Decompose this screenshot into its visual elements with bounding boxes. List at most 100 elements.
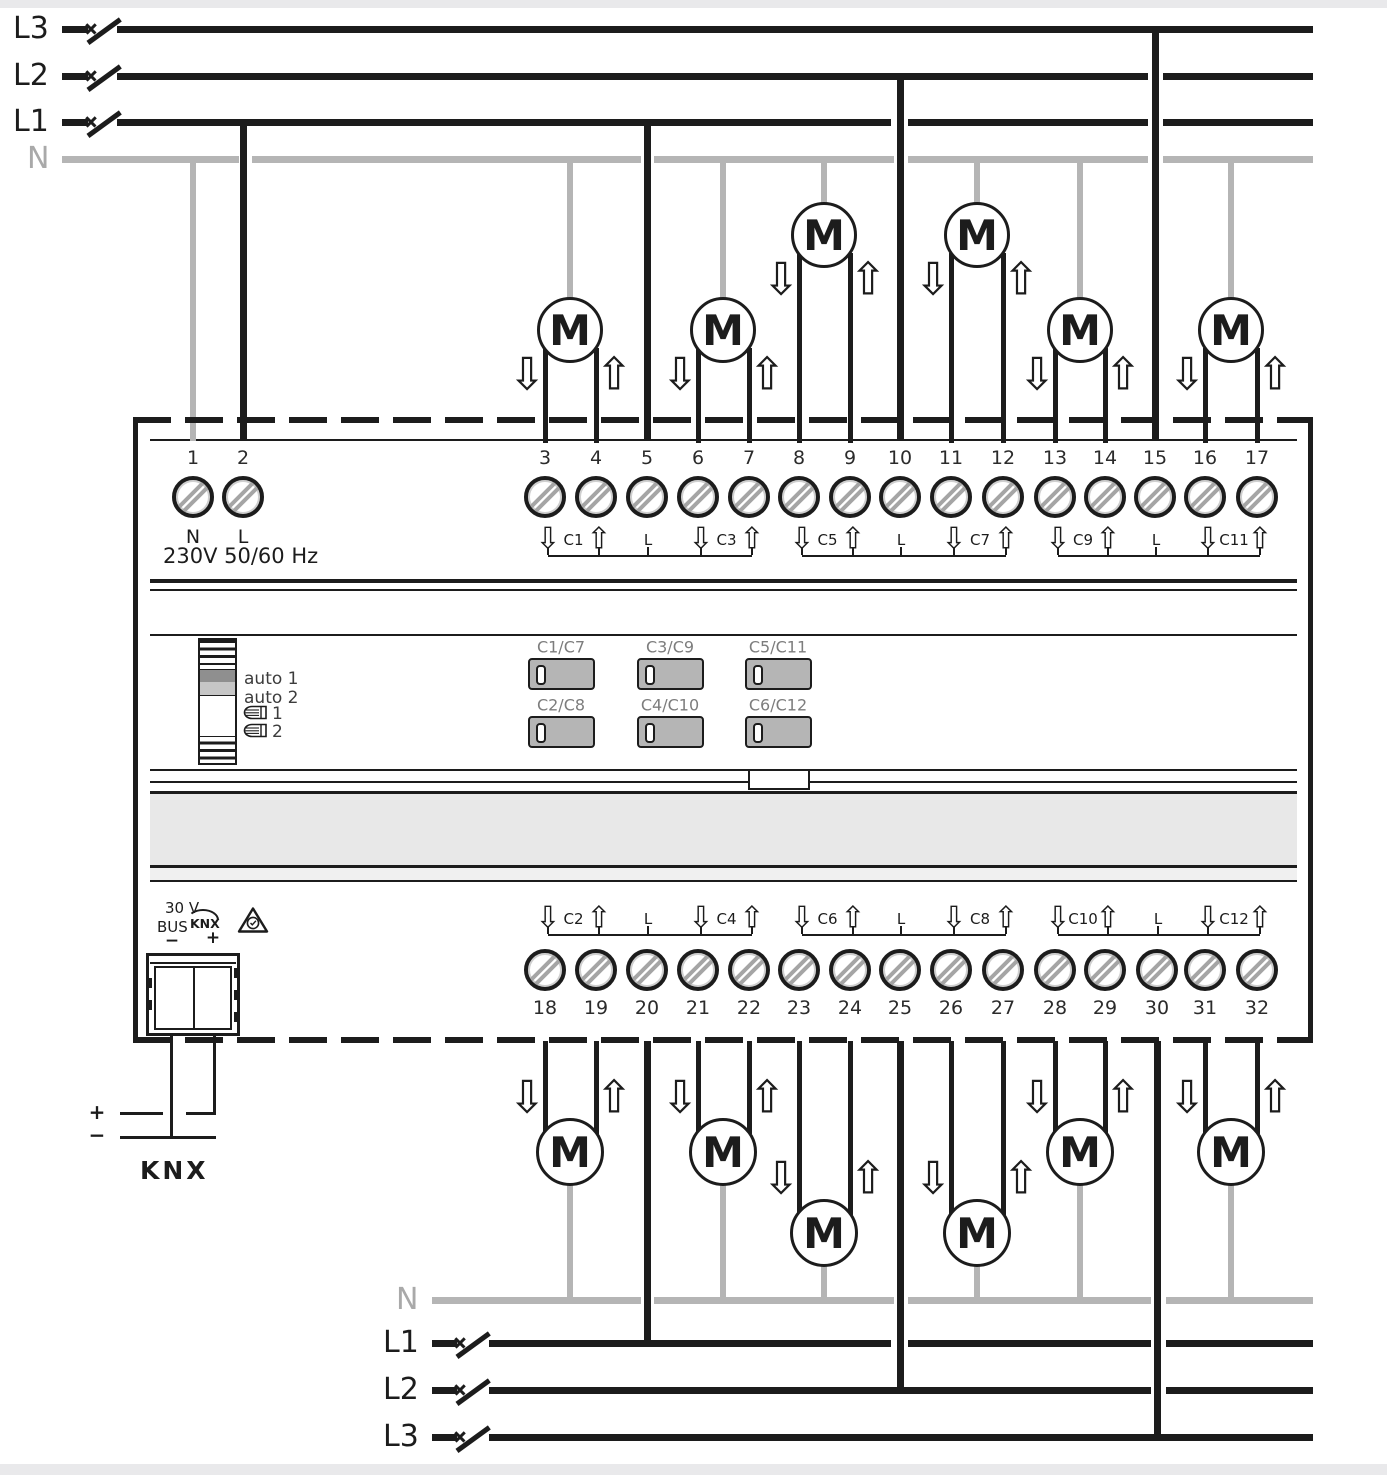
phase-label-bottom-L2: L2 [383,1372,419,1407]
knx-bus-connector[interactable] [146,953,240,1036]
motor-down-wire [542,348,548,443]
terminal-8[interactable] [778,476,820,518]
terminal-number: 29 [1092,997,1118,1019]
terminal-4[interactable] [575,476,617,518]
terminal-number: 22 [736,997,762,1019]
terminal-number: 19 [583,997,609,1019]
switch-label-auto2: auto 2 [244,688,299,708]
group-bracket-tick [900,547,902,555]
group-bracket-tick [647,926,649,934]
terminal-number: 30 [1144,997,1170,1019]
wire-h [654,155,894,163]
manual-label-1: 1 [272,704,283,724]
terminal-number: 7 [742,447,756,469]
phase-label-bottom-L1: L1 [383,1325,419,1360]
l3-trunk-wire [1151,29,1159,441]
terminal-27[interactable] [982,949,1024,991]
terminal-1[interactable] [172,476,214,518]
motor-up-wire [1102,348,1108,443]
terminal-24[interactable] [829,949,871,991]
terminal-9[interactable] [829,476,871,518]
terminal-25[interactable] [879,949,921,991]
wire-h [62,25,88,33]
switch-slider[interactable] [200,669,235,682]
button-led [536,723,546,743]
terminal-21[interactable] [677,949,719,991]
terminal-number: 4 [589,447,603,469]
bus-post-minus: − [164,931,180,951]
wire-h [117,25,1313,33]
motor-neutral-wire [567,1180,573,1303]
wire-h [908,1339,1151,1347]
terminal-18[interactable] [524,949,566,991]
button-c6c12[interactable] [745,716,812,748]
line-label: L [1153,910,1163,928]
l1-feed-wire [239,122,247,441]
terminal-29[interactable] [1084,949,1126,991]
terminal-31[interactable] [1184,949,1226,991]
terminal-5[interactable] [626,476,668,518]
panel-line [150,791,1297,794]
arrow-down-icon: ⇩ [535,900,561,936]
wire-h [489,1339,891,1347]
terminal-19[interactable] [575,949,617,991]
terminal-32[interactable] [1236,949,1278,991]
terminal-number: 1 [186,447,200,469]
terminal-22[interactable] [728,949,770,991]
terminal-12[interactable] [982,476,1024,518]
button-c1c7[interactable] [528,658,595,690]
terminal-28[interactable] [1034,949,1076,991]
group-bracket [1058,934,1260,936]
arrow-down-icon: ⇩ [535,521,561,557]
line-label: L [643,531,653,549]
channel-label: C3 [716,531,737,549]
terminal-20[interactable] [626,949,668,991]
terminal-26[interactable] [930,949,972,991]
mode-switch[interactable] [198,638,237,765]
page-edge-bottom [0,1464,1387,1475]
terminal-number: 13 [1042,447,1068,469]
manual-label-2: 2 [272,722,283,742]
terminal-17[interactable] [1236,476,1278,518]
terminal-number: 10 [887,447,913,469]
terminal-23[interactable] [778,949,820,991]
arrow-down-icon: ⇩ [1018,347,1056,401]
terminal-13[interactable] [1034,476,1076,518]
terminal-10[interactable] [879,476,921,518]
wire-h [654,1296,894,1304]
arrow-down-icon: ⇩ [508,347,546,401]
terminal-14[interactable] [1084,476,1126,518]
terminal-11[interactable] [930,476,972,518]
terminal-30[interactable] [1136,949,1178,991]
terminal-15[interactable] [1134,476,1176,518]
group-bracket [802,934,1006,936]
button-c5c11[interactable] [745,658,812,690]
page-edge-top [0,0,1387,8]
arrow-up-icon: ⇧ [586,900,612,936]
button-c3c9[interactable] [637,658,704,690]
arrow-down-icon: ⇩ [661,347,699,401]
group-bracket [548,555,752,557]
phase-label-L1: L1 [13,104,49,139]
switch-ridges-top [200,640,235,665]
terminal-6[interactable] [677,476,719,518]
motor-symbol: M [536,1118,604,1186]
phase-label-L2: L2 [13,58,49,93]
terminal-2[interactable] [222,476,264,518]
button-c4c10[interactable] [637,716,704,748]
terminal-7[interactable] [728,476,770,518]
mains-rating: 230V 50/60 Hz [163,544,319,568]
arrow-up-icon: ⇧ [1256,1070,1294,1124]
terminal-3[interactable] [524,476,566,518]
terminal-16[interactable] [1184,476,1226,518]
button-c2c8[interactable] [528,716,595,748]
device-top-border [133,417,1313,423]
group-bracket-tick [953,926,955,934]
wire-h [62,155,239,163]
wire-h [432,1386,457,1394]
terminal-number: 6 [691,447,705,469]
arrow-up-icon: ⇧ [748,347,786,401]
l1-trunk-wire [643,122,651,441]
motor-neutral-wire [1077,1180,1083,1303]
bus-wire-plus-label: + [88,1100,106,1124]
